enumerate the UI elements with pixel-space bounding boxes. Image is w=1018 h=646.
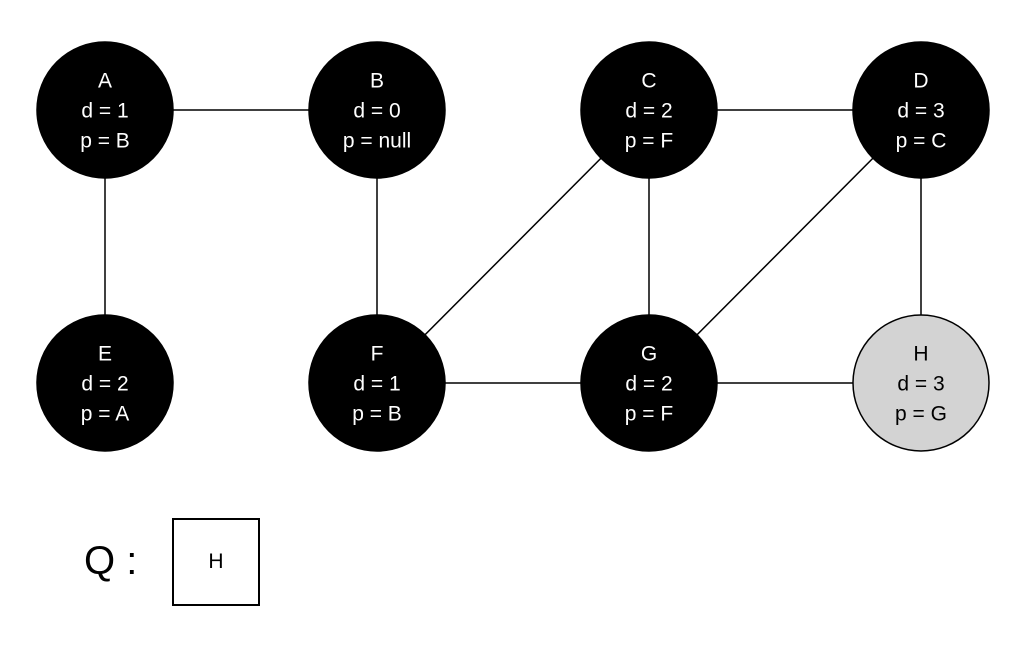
node-parent: p = F bbox=[625, 130, 673, 153]
node-circle bbox=[36, 314, 174, 452]
node-distance: d = 1 bbox=[81, 100, 128, 123]
node-name: D bbox=[913, 70, 928, 93]
node-parent: p = null bbox=[343, 130, 411, 153]
node-distance: d = 0 bbox=[353, 100, 400, 123]
node-name: H bbox=[913, 343, 928, 366]
node-parent: p = C bbox=[896, 130, 947, 153]
node-parent: p = B bbox=[352, 403, 402, 426]
node-h: Hd = 3 p = G bbox=[852, 314, 990, 452]
node-name: A bbox=[98, 70, 112, 93]
node-parent: p = B bbox=[80, 130, 130, 153]
node-parent: p = A bbox=[81, 403, 129, 426]
node-e: Ed = 2 p = A bbox=[36, 314, 174, 452]
node-circle bbox=[580, 41, 718, 179]
node-a: Ad = 1 p = B bbox=[36, 41, 174, 179]
node-distance: d = 2 bbox=[625, 373, 672, 396]
node-distance: d = 2 bbox=[625, 100, 672, 123]
node-circle bbox=[852, 41, 990, 179]
nodes-layer: Ad = 1 p = B Bd = 0 p = null Cd = 2 p = F Dd =… bbox=[36, 41, 990, 452]
node-circle bbox=[308, 314, 446, 452]
node-name: B bbox=[370, 70, 384, 93]
node-name: C bbox=[641, 70, 656, 93]
node-circle bbox=[308, 41, 446, 179]
node-circle bbox=[580, 314, 718, 452]
node-parent: p = F bbox=[625, 403, 673, 426]
node-parent: p = G bbox=[895, 403, 947, 426]
edges-layer bbox=[104, 109, 922, 384]
node-name: G bbox=[641, 343, 657, 366]
queue-label: Q : bbox=[84, 539, 138, 583]
node-name: F bbox=[371, 343, 384, 366]
node-circle bbox=[852, 314, 990, 452]
node-b: Bd = 0 p = null bbox=[308, 41, 446, 179]
node-d: Dd = 3 p = C bbox=[852, 41, 990, 179]
queue-item: H bbox=[172, 518, 260, 606]
node-name: E bbox=[98, 343, 112, 366]
node-g: Gd = 2 p = F bbox=[580, 314, 718, 452]
node-c: Cd = 2 p = F bbox=[580, 41, 718, 179]
node-circle bbox=[36, 41, 174, 179]
node-distance: d = 3 bbox=[897, 100, 944, 123]
node-distance: d = 1 bbox=[353, 373, 400, 396]
node-distance: d = 2 bbox=[81, 373, 128, 396]
node-distance: d = 3 bbox=[897, 373, 944, 396]
node-f: Fd = 1 p = B bbox=[308, 314, 446, 452]
